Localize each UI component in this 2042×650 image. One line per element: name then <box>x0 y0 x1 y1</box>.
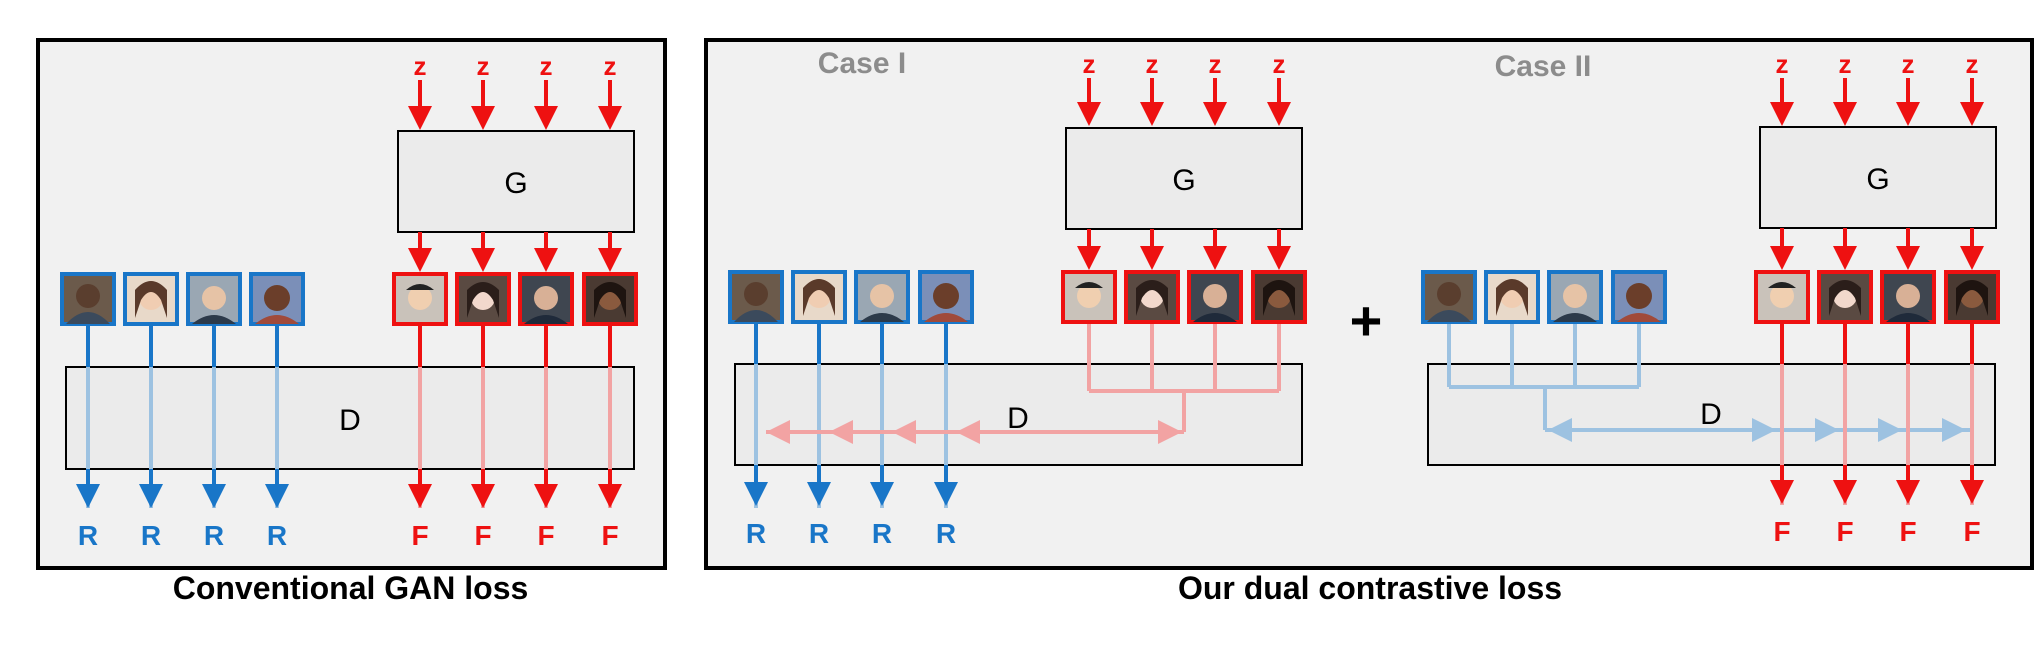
fake-output-label: F <box>601 520 618 551</box>
generator-box <box>397 130 635 233</box>
fake-output-label: F <box>474 520 491 551</box>
z-label: z <box>477 51 490 81</box>
case-2-label: Case II <box>1495 50 1592 83</box>
real-face-row <box>728 270 974 324</box>
fake-output-label: F <box>411 520 428 551</box>
fake-face-row <box>1061 270 1307 324</box>
face-thumbnail-icon <box>455 272 511 326</box>
face-thumbnail-icon <box>791 270 847 324</box>
face-thumbnail-icon <box>1611 270 1667 324</box>
plus-sign: + <box>1350 289 1383 352</box>
real-face-row <box>60 272 305 326</box>
face-thumbnail-icon <box>1251 270 1307 324</box>
face-thumbnail-icon <box>854 270 910 324</box>
case-1-diagram: z z z z G D <box>728 49 1307 549</box>
generator-box <box>1759 126 1997 229</box>
fake-output-label: F <box>1963 516 1980 547</box>
conventional-gan-caption: Conventional GAN loss <box>172 570 529 606</box>
real-output-label: R <box>141 520 161 551</box>
discriminator-label: D <box>1700 398 1722 431</box>
fake-face-row <box>392 272 638 326</box>
real-output-label: R <box>746 518 766 549</box>
generator-box <box>1065 127 1303 230</box>
z-label: z <box>1083 49 1096 79</box>
real-output-label: R <box>936 518 956 549</box>
real-face-row <box>1421 270 1667 324</box>
face-thumbnail-icon <box>1880 270 1936 324</box>
z-label: z <box>1273 49 1286 79</box>
dual-contrastive-panel: Case I Case II z z z z G D <box>704 38 2034 570</box>
discriminator-label: D <box>1007 402 1029 435</box>
face-thumbnail-icon <box>518 272 574 326</box>
generator-label: G <box>1172 164 1195 197</box>
face-thumbnail-icon <box>1754 270 1810 324</box>
face-thumbnail-icon <box>1547 270 1603 324</box>
face-thumbnail-icon <box>1944 270 2000 324</box>
real-output-label: R <box>809 518 829 549</box>
z-label: z <box>604 51 617 81</box>
z-label: z <box>414 51 427 81</box>
discriminator-box <box>1427 363 1996 466</box>
face-thumbnail-icon <box>918 270 974 324</box>
fake-output-label: F <box>1836 516 1853 547</box>
real-output-label: R <box>267 520 287 551</box>
face-thumbnail-icon <box>1817 270 1873 324</box>
conventional-gan-panel: z z z z G D <box>36 38 667 570</box>
face-thumbnail-icon <box>728 270 784 324</box>
face-thumbnail-icon <box>123 272 179 326</box>
discriminator-box <box>734 363 1303 466</box>
real-aggregation-connector <box>1447 322 1641 430</box>
z-label: z <box>1776 49 1789 79</box>
dual-contrastive-caption: Our dual contrastive loss <box>1177 570 1563 606</box>
generator-label: G <box>504 167 527 200</box>
real-output-label: R <box>204 520 224 551</box>
case-2-diagram: z z z z G D <box>1421 49 2000 547</box>
generator-label: G <box>1866 163 1889 196</box>
face-thumbnail-icon <box>1484 270 1540 324</box>
face-thumbnail-icon <box>392 272 448 326</box>
z-label: z <box>1146 49 1159 79</box>
face-thumbnail-icon <box>60 272 116 326</box>
fake-output-label: F <box>1899 516 1916 547</box>
real-output-label: R <box>872 518 892 549</box>
real-output-label: R <box>78 520 98 551</box>
z-label: z <box>1966 49 1979 79</box>
fake-output-label: F <box>1773 516 1790 547</box>
z-label: z <box>1902 49 1915 79</box>
fake-aggregation-connector <box>1087 322 1281 432</box>
case-1-label: Case I <box>818 47 906 80</box>
fake-output-label: F <box>537 520 554 551</box>
discriminator-box <box>65 366 635 470</box>
z-label: z <box>540 51 553 81</box>
z-label: z <box>1209 49 1222 79</box>
face-thumbnail-icon <box>1421 270 1477 324</box>
face-thumbnail-icon <box>249 272 305 326</box>
face-thumbnail-icon <box>1061 270 1117 324</box>
z-label: z <box>1839 49 1852 79</box>
face-thumbnail-icon <box>186 272 242 326</box>
z-inputs: z z z z <box>408 51 622 130</box>
fake-face-row <box>1754 270 2000 324</box>
face-thumbnail-icon <box>1187 270 1243 324</box>
face-thumbnail-icon <box>1124 270 1180 324</box>
face-thumbnail-icon <box>582 272 638 326</box>
discriminator-label: D <box>339 404 361 437</box>
